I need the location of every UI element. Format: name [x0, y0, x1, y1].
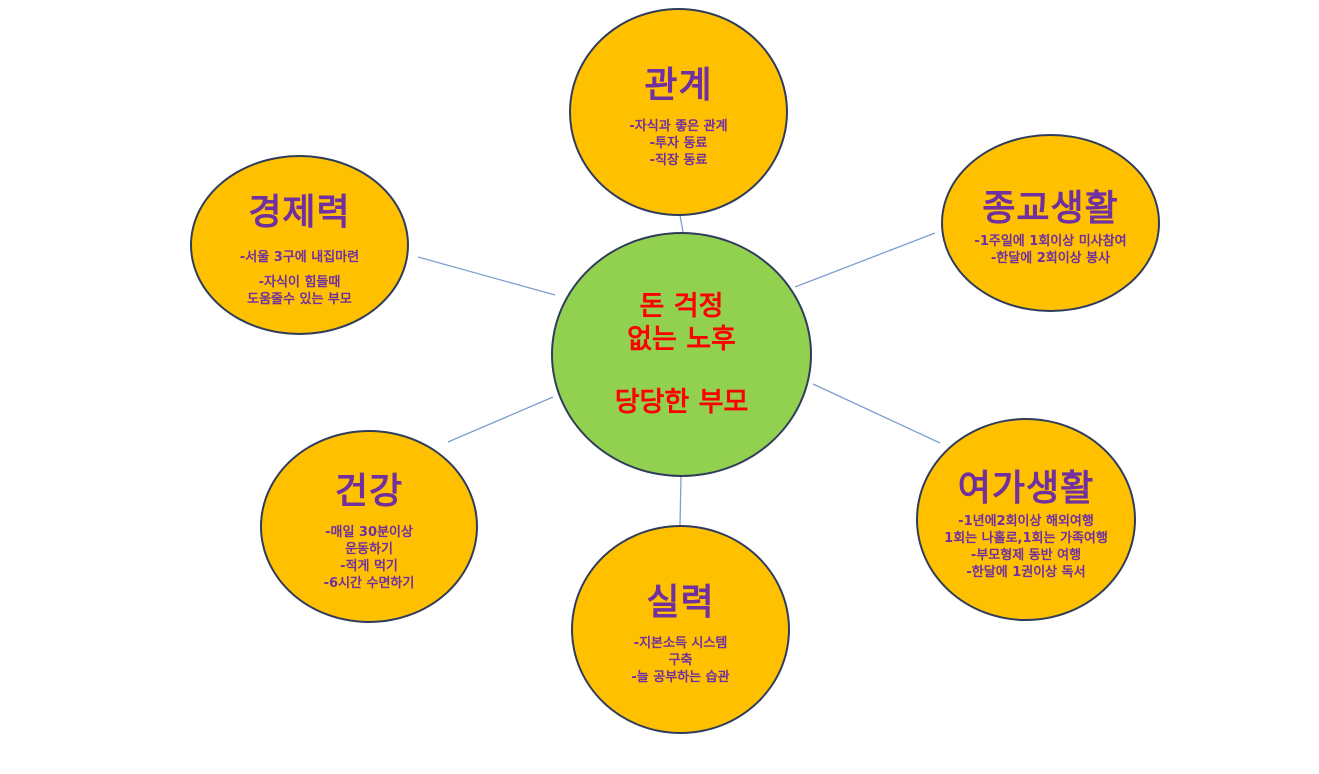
node-item: 운동하기: [345, 541, 393, 557]
node-title: 건강: [334, 470, 404, 512]
center-node: 돈 걱정 없는 노후 당당한 부모: [551, 232, 812, 477]
node-skill: 실력 -지본소득 시스템 구축 -늘 공부하는 습관: [571, 525, 790, 734]
node-item: 1회는 나홀로,1회는 가족여행: [944, 530, 1108, 546]
connector-skill: [679, 476, 682, 526]
node-item: -서울 3구에 내집마련: [239, 249, 360, 265]
node-relation: 관계 -자식과 좋은 관계 -투자 동료 -직장 동료: [569, 8, 788, 216]
node-religion: 종교생활 -1주일에 1회이상 미사참여 -한달에 2회이상 봉사: [941, 134, 1160, 312]
node-item: -부모형제 동반 여행: [970, 547, 1082, 563]
node-item: -적게 먹기: [340, 558, 398, 574]
node-item: -투자 동료: [649, 135, 708, 151]
node-title: 여가생활: [957, 467, 1095, 509]
connector-health: [447, 396, 554, 443]
connector-leisure: [812, 383, 941, 444]
node-item: -한달에 1권이상 독서: [966, 564, 1086, 580]
node-item: -매일 30분이상: [325, 524, 413, 540]
center-line: 당당한 부모: [614, 387, 749, 418]
node-item: -1주일에 1회이상 미사참여: [974, 234, 1127, 249]
node-item: -자식이 힘들때: [258, 274, 341, 290]
connector-religion: [794, 232, 936, 288]
node-title: 관계: [644, 64, 713, 106]
node-title: 경제력: [248, 191, 351, 233]
node-item: -지본소득 시스템: [633, 636, 728, 651]
node-item: -1년에2회이상 해외여행: [958, 513, 1094, 529]
node-item: 도움줄수 있는 부모: [247, 291, 352, 307]
node-economy: 경제력 -서울 3구에 내집마련 -자식이 힘들때 도움줄수 있는 부모: [190, 155, 409, 335]
node-item: -자식과 좋은 관계: [629, 118, 728, 134]
node-item: -늘 공부하는 습관: [631, 670, 730, 685]
node-item: 구축: [668, 653, 693, 668]
center-line: 없는 노후: [627, 324, 736, 355]
node-item: -한달에 2회이상 봉사: [990, 251, 1111, 266]
node-title: 종교생활: [982, 188, 1119, 229]
node-item: -6시간 수면하기: [323, 575, 415, 591]
node-health: 건강 -매일 30분이상 운동하기 -적게 먹기 -6시간 수면하기: [260, 430, 478, 623]
center-line: 돈 걱정: [639, 291, 724, 322]
connector-relation: [679, 214, 684, 233]
node-title: 실력: [646, 582, 715, 623]
node-item: -직장 동료: [649, 152, 708, 168]
node-leisure: 여가생활 -1년에2회이상 해외여행 1회는 나홀로,1회는 가족여행 -부모형…: [916, 418, 1136, 621]
connector-economy: [417, 256, 556, 296]
